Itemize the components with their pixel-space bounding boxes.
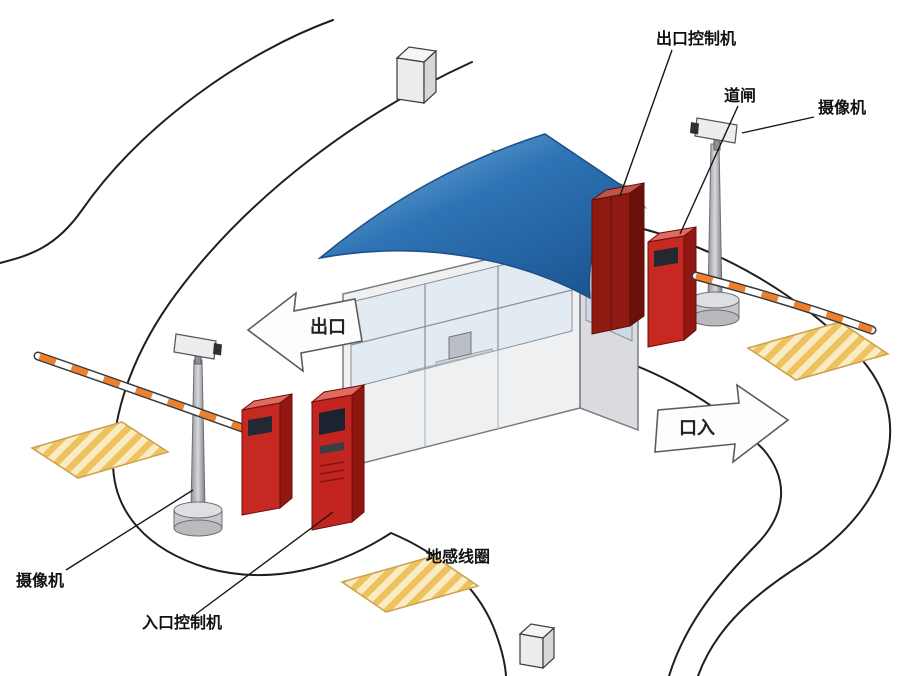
camera-left-head [173, 333, 222, 365]
label-ground-coil: 地感线圈 [426, 547, 490, 566]
exit-equipment [591, 182, 877, 348]
entrance-arm-stripes [37, 353, 250, 433]
label-exit-controller: 出口控制机 [656, 29, 736, 48]
road-pillar-top [395, 46, 438, 105]
label-entrance-controller: 入口控制机 [142, 613, 222, 632]
camera-left-pole [190, 359, 206, 509]
leader-exit-controller [619, 49, 673, 197]
entrance-controller-side [351, 383, 365, 524]
entrance-barrier-arm [33, 351, 253, 435]
ground-coils [30, 321, 890, 613]
camera-left [173, 333, 223, 537]
exit-barrier-arm [691, 271, 877, 335]
label-entrance-direction: 口入 [679, 418, 715, 438]
camera-right-head [690, 117, 738, 151]
label-camera-left: 摄像机 [16, 571, 64, 590]
label-camera-right: 摄像机 [818, 98, 866, 117]
entrance-barrier-machine [241, 393, 293, 516]
entrance-controller-display [319, 408, 345, 435]
exit-controller-machine [591, 182, 645, 335]
exit-controller-side [629, 182, 645, 327]
booth-window-mullions [350, 266, 573, 369]
camera-right-lens [690, 122, 699, 135]
road-edge-right-outer [639, 227, 892, 676]
leader-camera-left [65, 489, 194, 571]
entrance-controller-machine [310, 383, 366, 531]
label-barrier-gate: 道闸 [724, 86, 756, 105]
camera-right-base [690, 291, 740, 327]
entrance-barrier-side [279, 393, 293, 510]
direction-arrows [246, 291, 790, 464]
ground-coil-middle [340, 555, 480, 613]
ground-coil-right [746, 321, 890, 381]
exit-barrier-machine [647, 226, 697, 348]
leader-camera-right [741, 116, 815, 134]
pillar-front-face [519, 633, 544, 669]
road-pillar-bottom [518, 623, 556, 670]
road-edge-right-inner [581, 347, 783, 676]
booth-panel-seams [424, 350, 499, 447]
exit-arrow-shape [246, 291, 363, 373]
label-exit-direction: 出口 [310, 316, 346, 337]
camera-left-base [173, 501, 223, 537]
leader-lines [65, 49, 815, 615]
pillar-side-face [542, 626, 555, 670]
ground-coil-left [30, 421, 170, 479]
exit-arm-body [693, 273, 875, 333]
diagram-labels: 出口控制机 道闸 摄像机 摄像机 入口控制机 地感线圈 出口 口入 [16, 29, 866, 632]
leader-barrier-gate [679, 105, 739, 235]
camera-left-housing [173, 333, 217, 360]
camera-right [690, 117, 740, 327]
entrance-controller-vents [319, 461, 345, 483]
pillar-side-face [423, 49, 437, 105]
entrance-arrow-shape [654, 383, 790, 464]
exit-barrier-side [683, 226, 697, 342]
entrance-barrier-display [248, 416, 272, 436]
exit-barrier-display [654, 247, 678, 267]
booth-interior-monitor [448, 331, 472, 360]
leader-entrance-controller [195, 511, 334, 615]
entrance-equipment [33, 351, 366, 531]
entrance-controller-ticket-slot [320, 442, 344, 454]
camera-left-lens [213, 343, 222, 356]
pillar-front-face [396, 57, 425, 104]
road-edge-top-left-outer [0, 19, 334, 264]
